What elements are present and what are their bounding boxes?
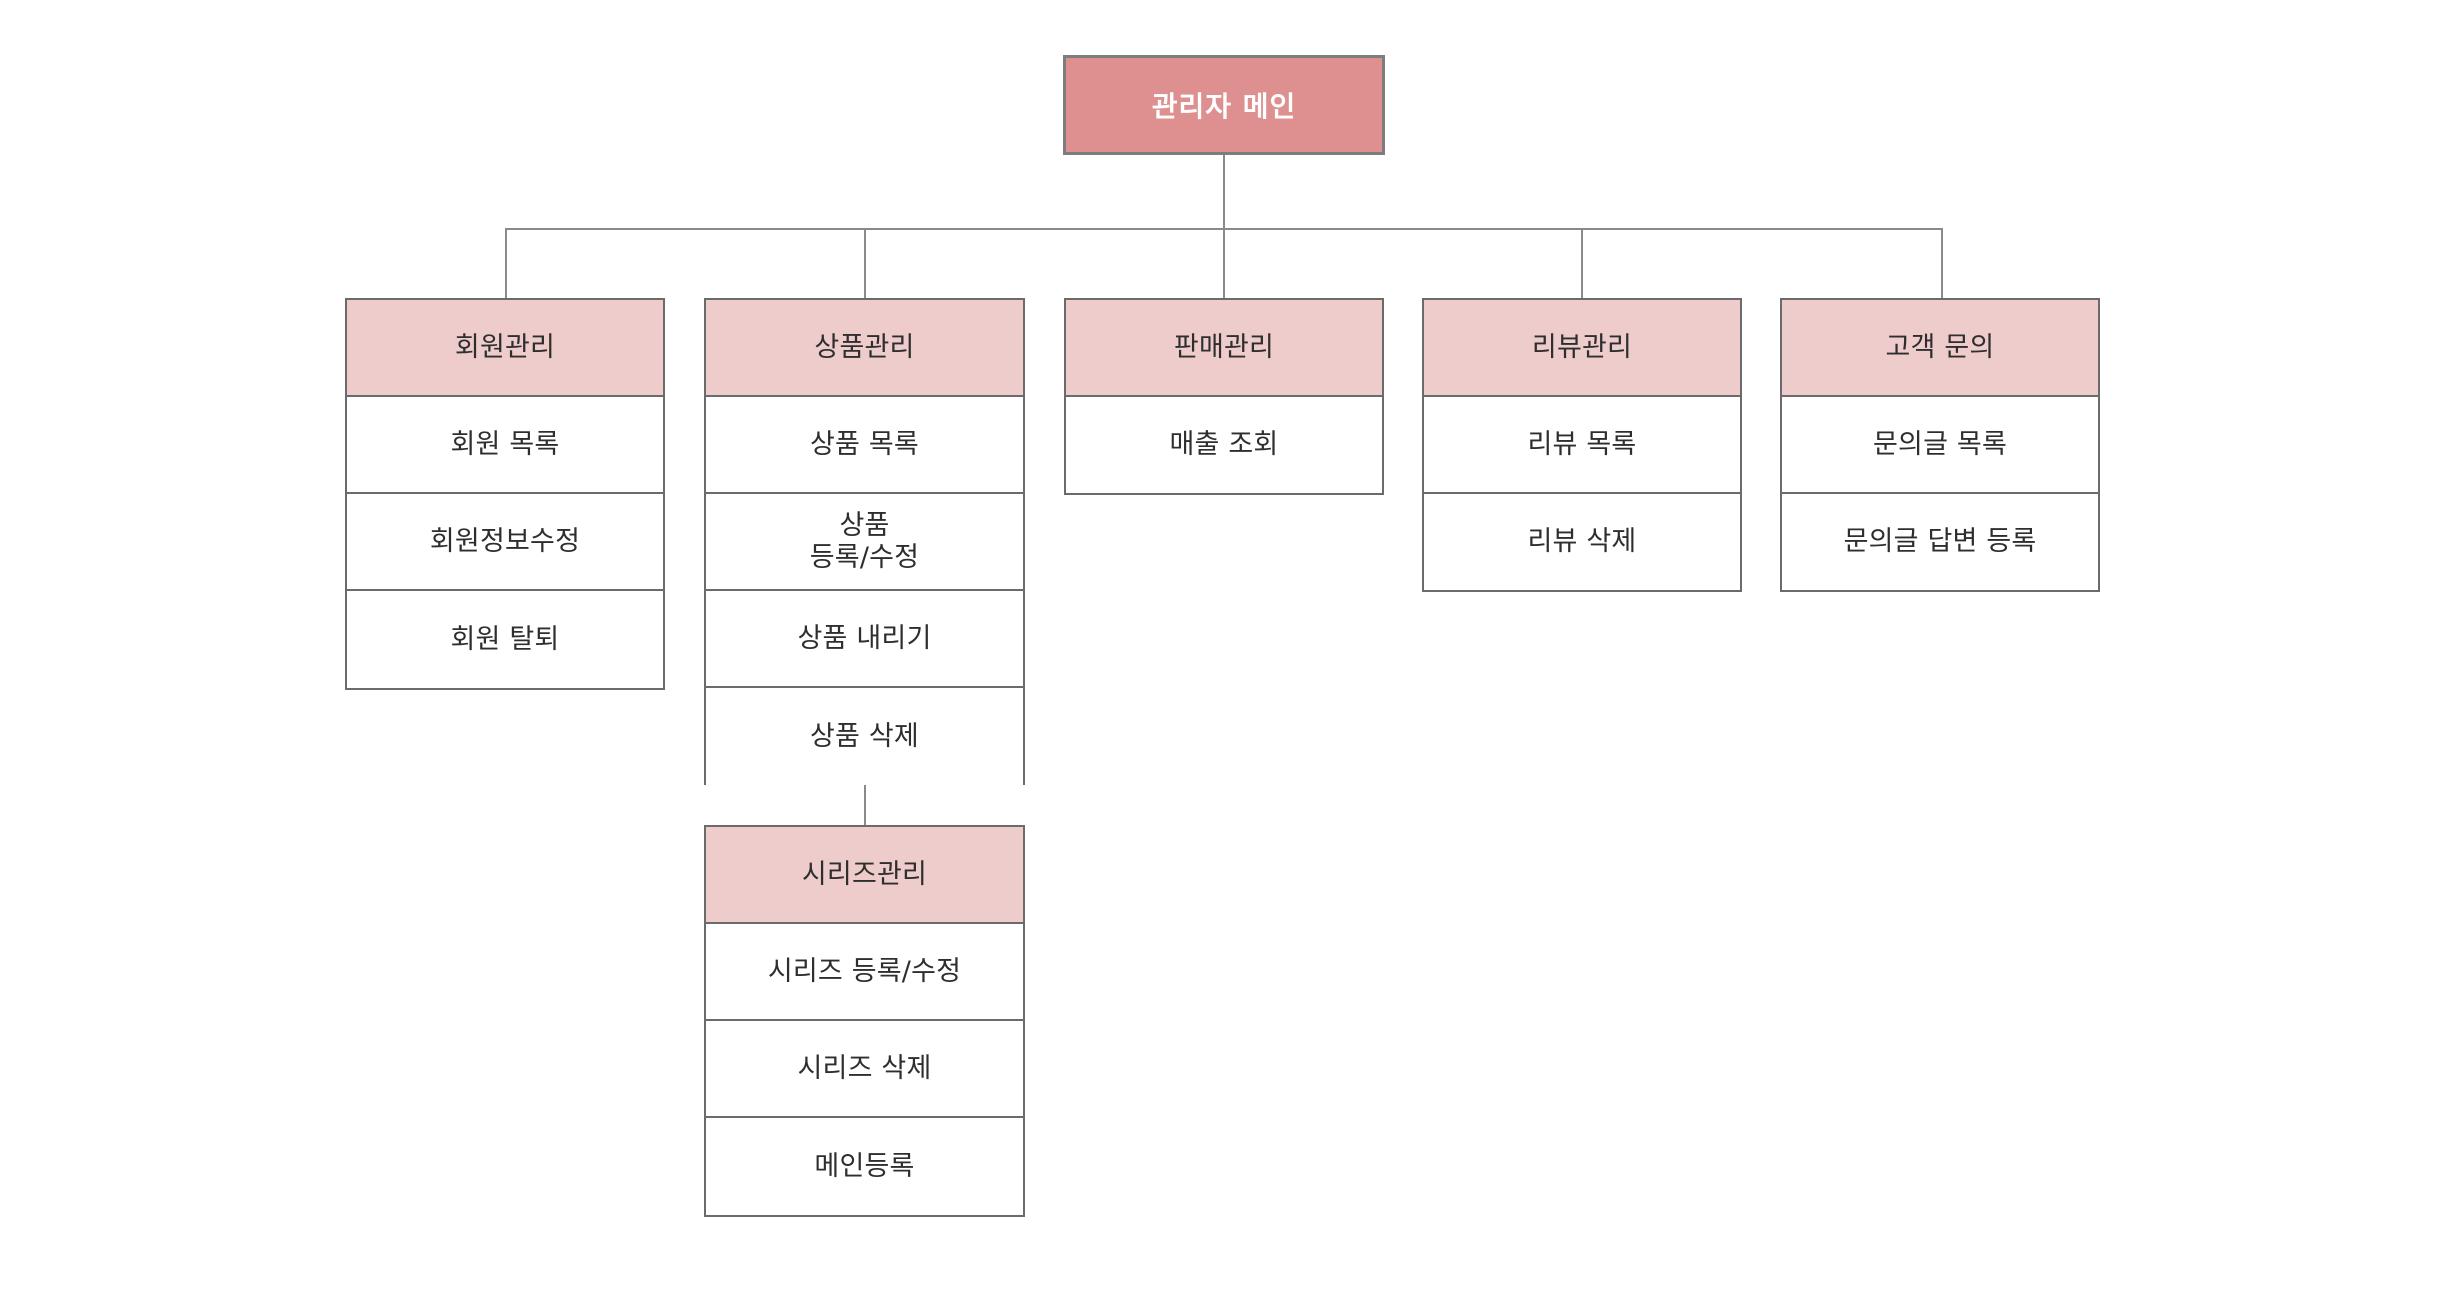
branch-item-sales-0[interactable]: 매출 조회 bbox=[1066, 397, 1382, 493]
branch-item-series-1[interactable]: 시리즈 삭제 bbox=[706, 1021, 1023, 1118]
branch-header-member[interactable]: 회원관리 bbox=[347, 300, 663, 397]
branch-member: 회원관리 회원 목록 회원정보수정 회원 탈퇴 bbox=[345, 298, 665, 690]
branch-header-inquiry[interactable]: 고객 문의 bbox=[1782, 300, 2098, 397]
branch-item-series-2[interactable]: 메인등록 bbox=[706, 1118, 1023, 1215]
branch-item-inquiry-1[interactable]: 문의글 답변 등록 bbox=[1782, 494, 2098, 590]
branch-item-series-0[interactable]: 시리즈 등록/수정 bbox=[706, 924, 1023, 1021]
connector-drop-sales bbox=[1223, 228, 1225, 300]
connector-product-to-series bbox=[864, 783, 866, 825]
branch-item-product-1[interactable]: 상품 등록/수정 bbox=[706, 494, 1023, 591]
connector-drop-product bbox=[864, 228, 866, 300]
branch-review: 리뷰관리 리뷰 목록 리뷰 삭제 bbox=[1422, 298, 1742, 592]
branch-header-sales[interactable]: 판매관리 bbox=[1066, 300, 1382, 397]
branch-product: 상품관리 상품 목록 상품 등록/수정 상품 내리기 상품 삭제 bbox=[704, 298, 1025, 785]
connector-root-stem bbox=[1223, 155, 1225, 229]
branch-sales: 판매관리 매출 조회 bbox=[1064, 298, 1384, 495]
root-node-admin-main[interactable]: 관리자 메인 bbox=[1063, 55, 1385, 155]
connector-drop-review bbox=[1581, 228, 1583, 300]
branch-header-review[interactable]: 리뷰관리 bbox=[1424, 300, 1740, 397]
branch-item-member-0[interactable]: 회원 목록 bbox=[347, 397, 663, 494]
branch-item-product-3[interactable]: 상품 삭제 bbox=[706, 688, 1023, 785]
branch-item-product-2[interactable]: 상품 내리기 bbox=[706, 591, 1023, 688]
branch-item-product-0[interactable]: 상품 목록 bbox=[706, 397, 1023, 494]
connector-drop-inquiry bbox=[1941, 228, 1943, 300]
branch-item-review-1[interactable]: 리뷰 삭제 bbox=[1424, 494, 1740, 590]
branch-header-series[interactable]: 시리즈관리 bbox=[706, 827, 1023, 924]
branch-item-member-2[interactable]: 회원 탈퇴 bbox=[347, 591, 663, 688]
branch-inquiry: 고객 문의 문의글 목록 문의글 답변 등록 bbox=[1780, 298, 2100, 592]
branch-item-inquiry-0[interactable]: 문의글 목록 bbox=[1782, 397, 2098, 494]
branch-item-member-1[interactable]: 회원정보수정 bbox=[347, 494, 663, 591]
connector-drop-member bbox=[505, 228, 507, 300]
branch-item-review-0[interactable]: 리뷰 목록 bbox=[1424, 397, 1740, 494]
root-node-label: 관리자 메인 bbox=[1151, 90, 1297, 123]
branch-series: 시리즈관리 시리즈 등록/수정 시리즈 삭제 메인등록 bbox=[704, 825, 1025, 1217]
branch-header-product[interactable]: 상품관리 bbox=[706, 300, 1023, 397]
